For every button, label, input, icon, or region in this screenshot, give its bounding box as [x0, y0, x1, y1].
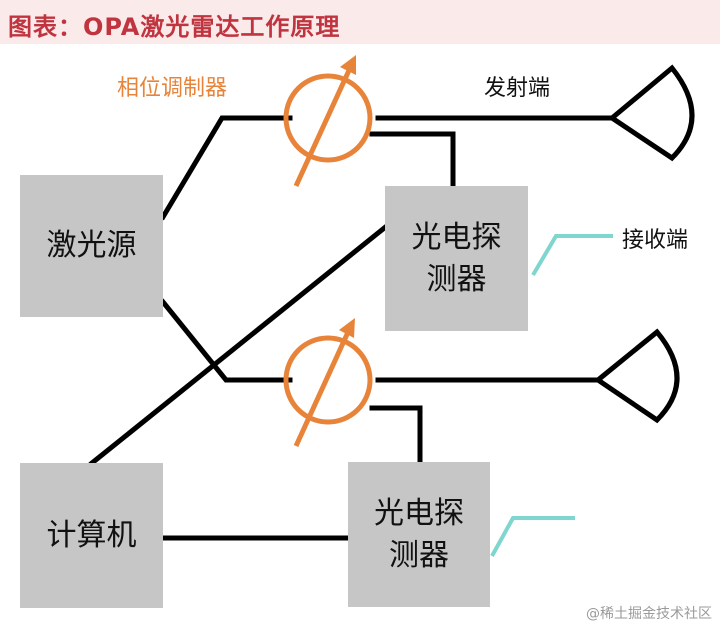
- receiver-line-bottom: [490, 516, 575, 557]
- antenna-bottom-icon: [593, 328, 680, 424]
- wire-computer-to-detector-top: [88, 221, 392, 467]
- title-bar: 图表：OPA激光雷达工作原理: [0, 0, 720, 44]
- detector-bottom-box: 光电探测器: [348, 462, 490, 607]
- detector-top-label: 光电探测器: [411, 219, 502, 297]
- watermark: @稀土掘金技术社区: [586, 606, 712, 622]
- detector-top-box: 光电探测器: [385, 186, 528, 331]
- antenna-top-icon: [607, 64, 695, 162]
- phase-modulator-label: 相位调制器: [117, 76, 228, 101]
- phase-modulator-bottom-icon: [283, 335, 373, 425]
- detector-bottom-label: 光电探测器: [374, 495, 464, 573]
- computer-box: 计算机: [20, 463, 163, 608]
- wire-modulator-top-to-detector: [369, 131, 456, 189]
- receiver-label: 接收端: [622, 228, 689, 253]
- computer-label: 计算机: [46, 517, 137, 553]
- page-title: 图表：OPA激光雷达工作原理: [8, 13, 341, 41]
- wire-laser-to-modulator-top: [159, 115, 293, 221]
- laser-source-box: 激光源: [20, 175, 163, 317]
- transmitter-label: 发射端: [484, 76, 551, 101]
- wire-laser-to-modulator-bottom: [159, 298, 293, 383]
- laser-source-label: 激光源: [46, 228, 137, 263]
- receiver-line-top: [531, 234, 613, 277]
- wire-modulator-bottom-to-detector: [369, 405, 423, 465]
- phase-modulator-top-icon: [283, 73, 373, 163]
